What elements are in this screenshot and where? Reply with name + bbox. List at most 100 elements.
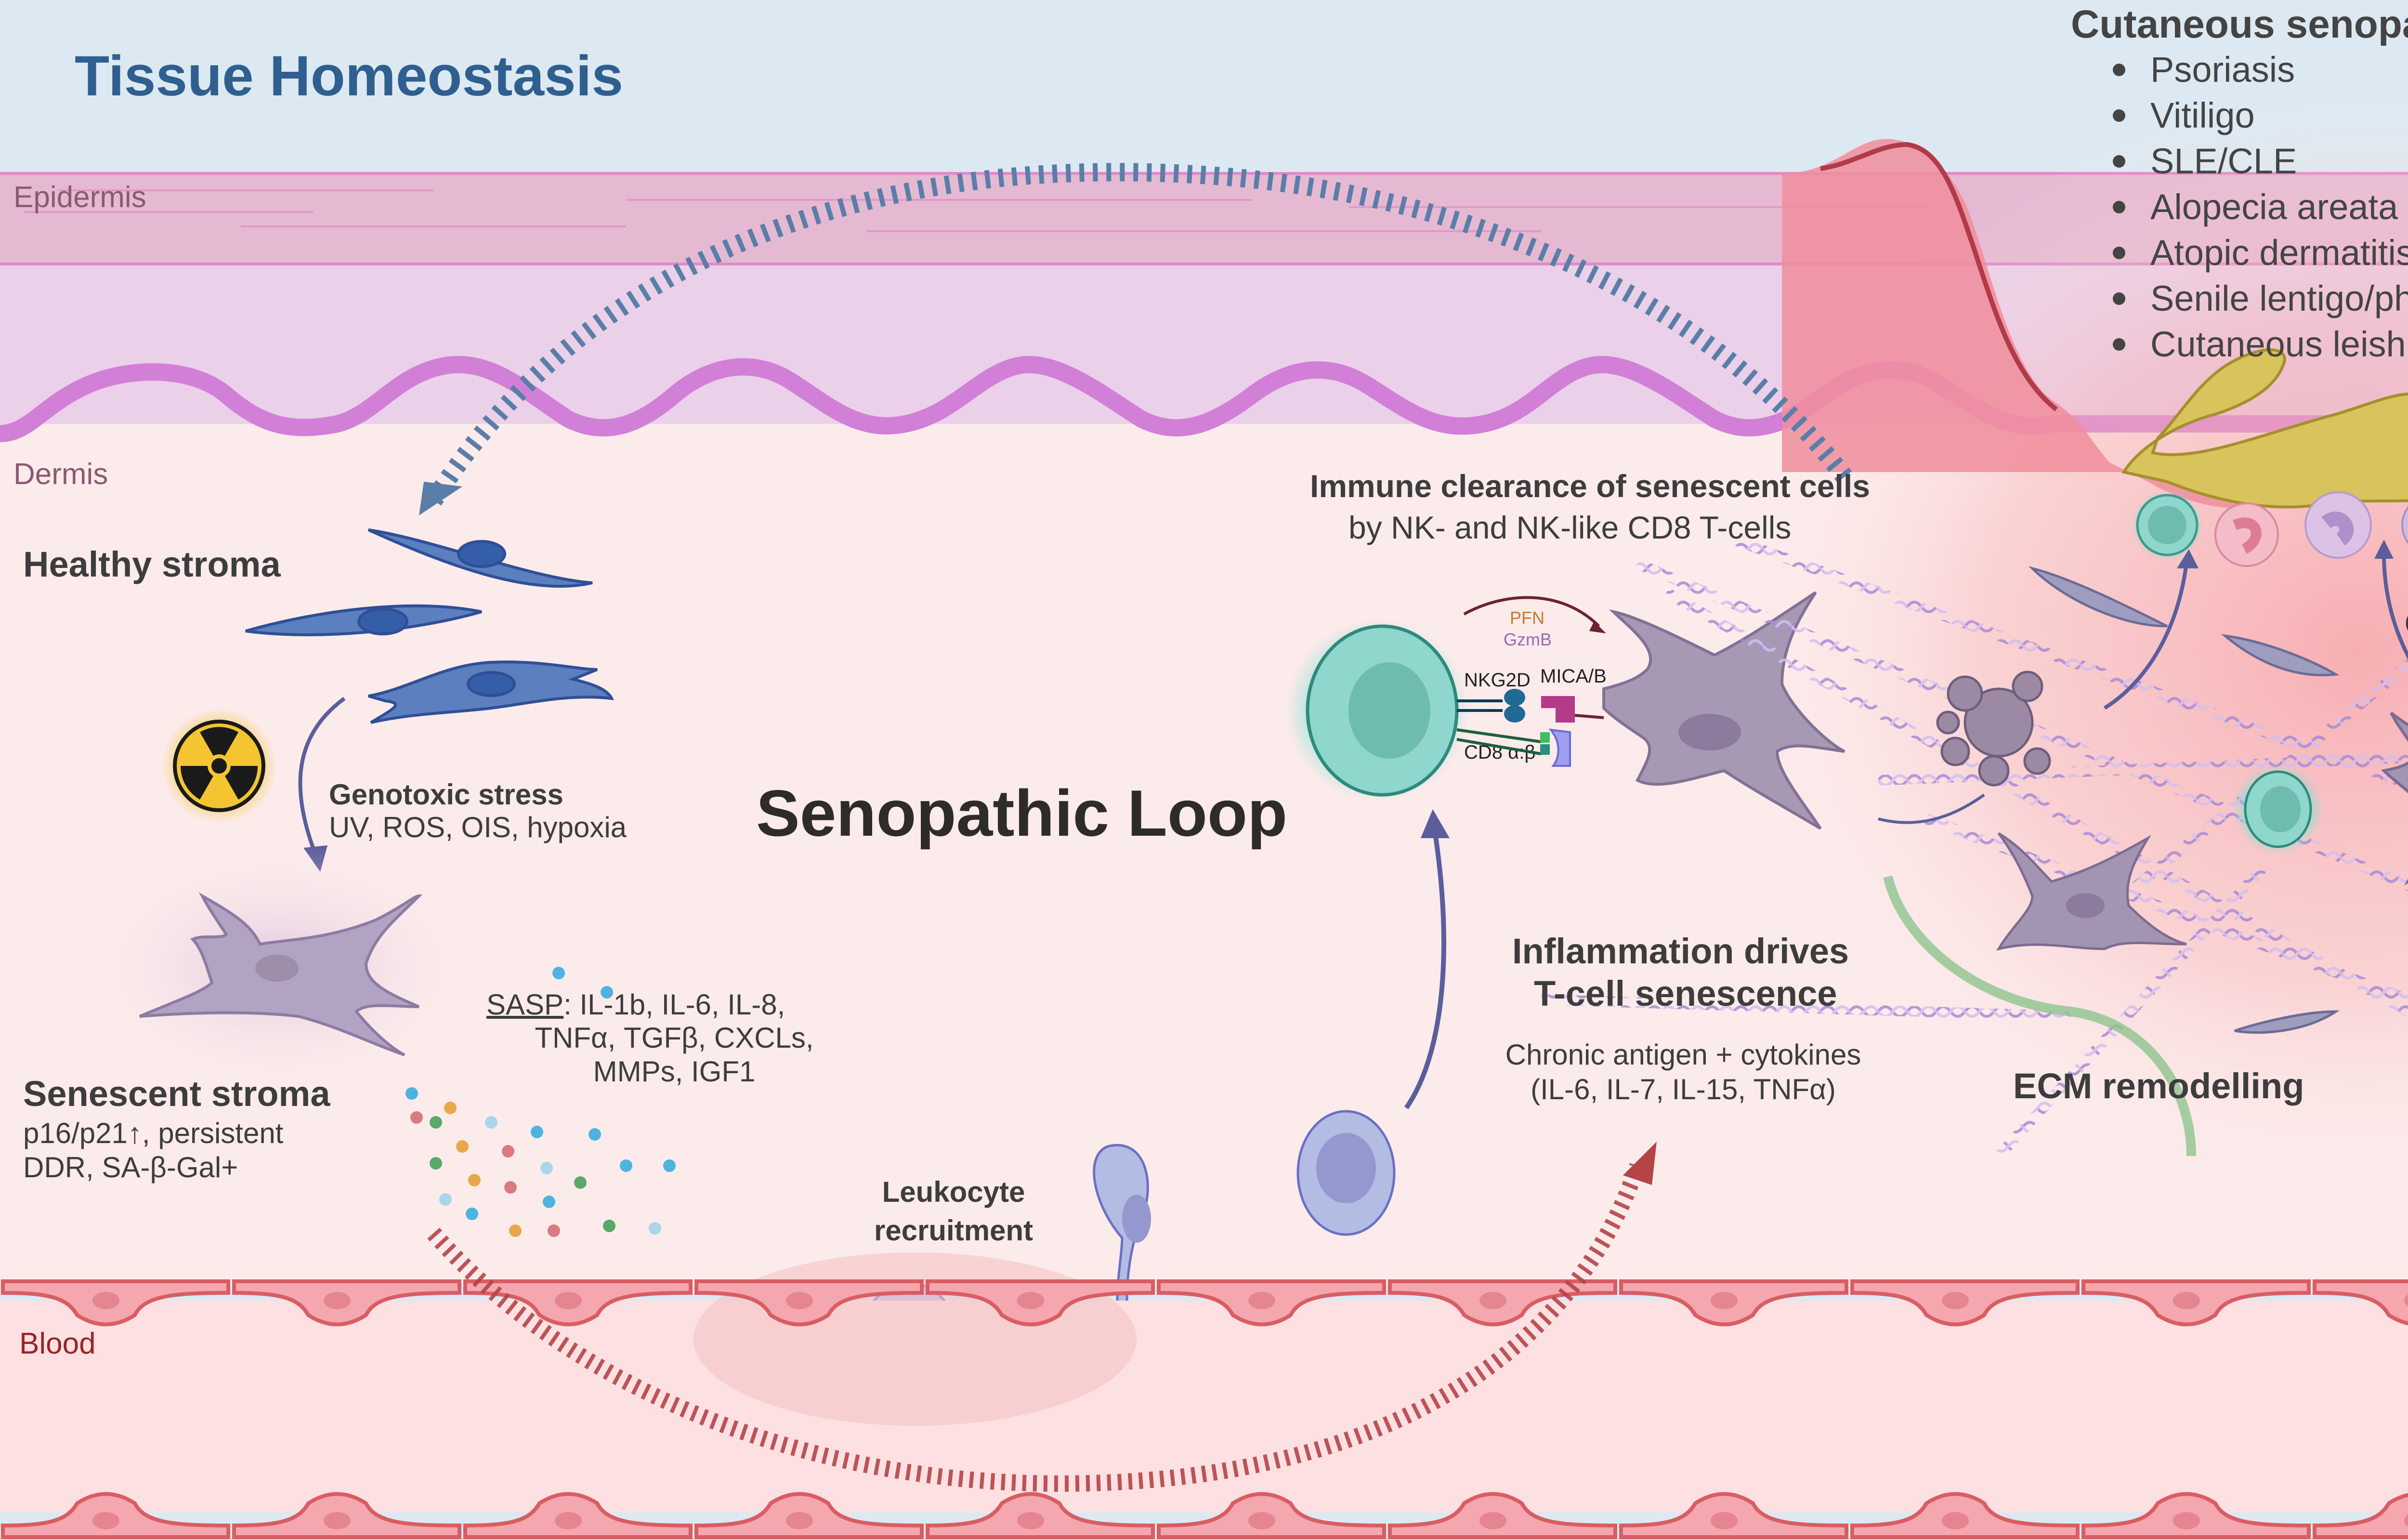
apoptotic-cell	[1936, 671, 2051, 787]
senescent-fibroblast	[139, 892, 423, 1056]
senopathy-item: Alopecia areata	[2150, 187, 2398, 227]
epidermis-label: Epidermis	[13, 181, 146, 214]
blood-pool-shadow	[694, 1252, 1137, 1426]
endothelial-nucleus	[1942, 1512, 1969, 1529]
endothelial-nucleus	[2173, 1512, 2200, 1529]
cytokine-particle	[601, 986, 613, 999]
endothelial-nucleus	[2404, 1514, 2408, 1527]
endothelial-nucleus	[1248, 1292, 1275, 1309]
endothelial-nucleus	[555, 1292, 582, 1309]
bullet-icon	[2113, 109, 2125, 122]
cytokine-particle	[589, 1128, 601, 1141]
cytokine-particle	[439, 1193, 452, 1206]
cytokine-particle	[410, 1111, 423, 1124]
bullet-icon	[2113, 247, 2125, 259]
senopathies-heading: Cutaneous senopathies:	[2071, 2, 2408, 46]
cytokine-particle	[485, 1116, 497, 1129]
bullet-icon	[2113, 64, 2125, 76]
niche-fibroblasts	[2028, 566, 2340, 1034]
endothelial-nucleus	[1017, 1292, 1044, 1309]
page-title: Tissue Homeostasis	[75, 44, 623, 108]
sasp-cytokine-particles	[406, 967, 676, 1237]
basement-membrane	[0, 355, 2408, 442]
bullet-icon	[2113, 292, 2125, 305]
senopathy-item: Atopic dermatitis	[2150, 233, 2408, 273]
fibroblast-cells	[245, 528, 615, 724]
ecm-remodelling-label: ECM remodelling	[2013, 1066, 2304, 1106]
nk-cell	[1306, 624, 1459, 797]
cytokine-particle	[430, 1116, 442, 1129]
cytokine-particle	[540, 1162, 553, 1174]
senescent-stroma-title: Senescent stroma	[23, 1074, 330, 1114]
radiation-hazard-icon	[161, 708, 277, 824]
inflammation-drives-detail1: Chronic antigen + cytokines	[1505, 1039, 1861, 1071]
cytokine-particle	[649, 1222, 661, 1235]
endothelial-nucleus	[1711, 1512, 1738, 1529]
healthy-stroma-label: Healthy stroma	[23, 544, 281, 584]
inflammatory-cells	[2131, 489, 2408, 567]
nkg2d-label: NKG2D	[1464, 670, 1531, 691]
cytokine-particle	[466, 1208, 478, 1220]
pfn-label-left: PFN	[1510, 608, 1544, 628]
leukocyte-recruitment-line1: Leukocyte	[882, 1176, 1025, 1208]
endothelial-nucleus	[786, 1292, 813, 1309]
sasp-line2: TNFα, TGFβ, CXCLs,	[535, 1022, 813, 1054]
cytokine-particle	[620, 1159, 632, 1172]
blood-label: Blood	[19, 1327, 96, 1360]
mica-label: MICA/B	[1540, 666, 1607, 687]
endothelial-nucleus	[1942, 1292, 1969, 1309]
senopathy-item: Psoriasis	[2150, 50, 2295, 90]
receptor-cd8-left	[1456, 728, 1571, 767]
immune-clearance-title: Immune clearance of senescent cells	[1310, 468, 1870, 504]
senopathy-item: Vitiligo	[2150, 95, 2255, 135]
endothelial-nucleus	[2404, 1294, 2408, 1307]
cytokine-particle	[430, 1157, 442, 1170]
senopathic-loop-label: Senopathic Loop	[756, 776, 1287, 850]
bullet-icon	[2113, 338, 2125, 351]
lesion-epidermis	[1782, 139, 2408, 509]
tcell-activation-arrow	[1404, 833, 1446, 1109]
sasp-line1: SASP: IL-1b, IL-6, IL-8,	[486, 988, 785, 1021]
cytokine-particle	[663, 1159, 676, 1172]
cytokine-particle	[543, 1196, 555, 1208]
endothelial-nucleus	[1248, 1512, 1275, 1529]
inflammation-drives-detail2: (IL-6, IL-7, IL-15, TNFα)	[1531, 1073, 1836, 1105]
sky-background	[0, 0, 2408, 173]
cytokine-particle	[456, 1140, 469, 1153]
arrowhead-icon	[1623, 1142, 1657, 1185]
senopathy-item: SLE/CLE	[2150, 141, 2297, 181]
senescent-target-cell	[1602, 591, 1845, 830]
senopathies-list: Cutaneous senopathies: PsoriasisVitiligo…	[2071, 2, 2408, 364]
senopathy-item: Senile lentigo/photoageing	[2150, 278, 2408, 318]
endothelial-nucleus	[1479, 1512, 1506, 1529]
cytokine-particle	[406, 1087, 418, 1100]
genotoxic-stress-detail: UV, ROS, OIS, hypoxia	[329, 811, 627, 843]
endothelial-nucleus	[92, 1512, 119, 1529]
niche-senescent-cell	[1996, 832, 2187, 951]
endothelial-nucleus	[555, 1512, 582, 1529]
endothelial-nucleus	[2173, 1292, 2200, 1309]
endothelial-nucleus	[1479, 1292, 1506, 1309]
leukocyte-recruitment-line2: recruitment	[874, 1214, 1033, 1247]
endothelial-nucleus	[1017, 1512, 1044, 1529]
cytokine-particle	[468, 1174, 481, 1186]
gzmb-label-left: GzmB	[1504, 630, 1552, 649]
endothelial-nucleus	[324, 1292, 351, 1309]
dermis-label: Dermis	[13, 458, 108, 491]
vessel-wall-bottom	[0, 1492, 2408, 1539]
cytokine-particle	[504, 1181, 517, 1194]
chronic-inflammation-label: Chronic inflammation	[2405, 605, 2408, 641]
chronic-inflammation-arrow	[2382, 553, 2408, 660]
cytokine-particle	[603, 1220, 615, 1232]
vessel-wall-top	[0, 1279, 2408, 1327]
stress-arrow	[298, 697, 346, 849]
nk-cell-niche	[2244, 770, 2312, 848]
senescent-stroma-line2: DDR, SA-β-Gal+	[23, 1151, 238, 1184]
genotoxic-stress-title: Genotoxic stress	[329, 778, 563, 811]
endothelial-cell	[2313, 1279, 2408, 1326]
inflammation-drives-line2: T-cell senescence	[1534, 973, 1837, 1013]
endothelial-nucleus	[786, 1512, 813, 1529]
endothelial-nucleus	[92, 1292, 119, 1309]
receptor-nkg2d	[1457, 689, 1604, 723]
